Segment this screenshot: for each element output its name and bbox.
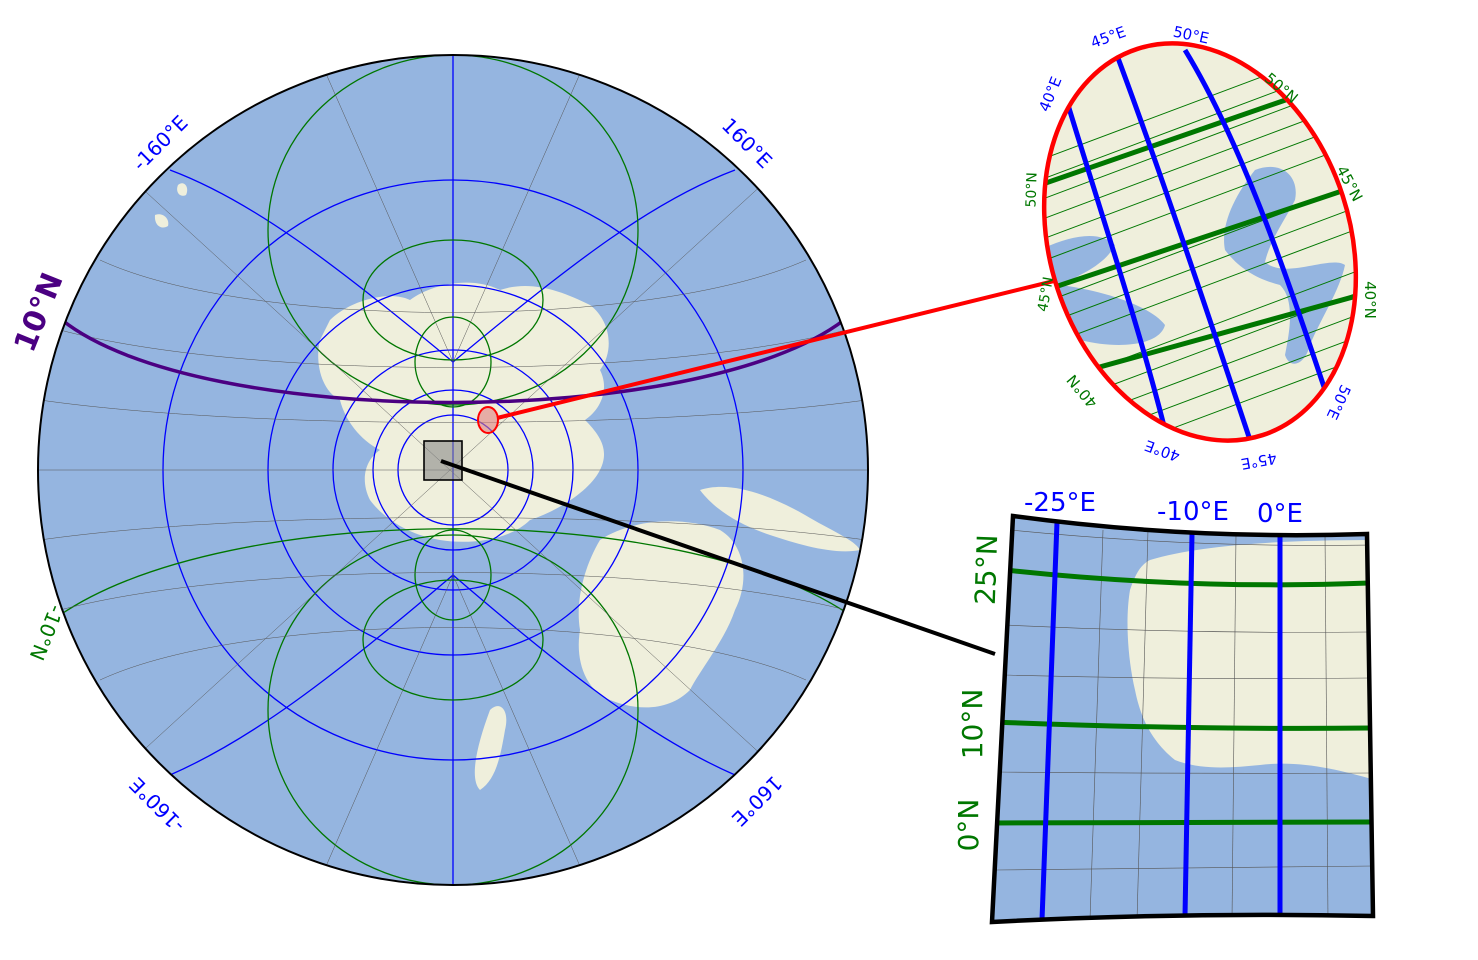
- water-caspian-sea: [1224, 166, 1345, 364]
- label-inset-top-40e: 40°E: [1035, 74, 1065, 114]
- label-inset-top-40e-bottom: 40°E: [1142, 436, 1182, 465]
- label-inset-bottom-0e: 0°E: [1257, 499, 1303, 529]
- label-parallel-neg10n: -10°N: [25, 601, 69, 663]
- label-inset-top-45e: 45°E: [1088, 23, 1128, 52]
- land-europe-north-africa: [318, 282, 609, 542]
- globe-outline: [37, 54, 869, 886]
- land-new-guinea: [700, 486, 860, 552]
- inset-region-marker-caspian[interactable]: [477, 406, 499, 434]
- main-globe-map: -160°E 160°E -160°E 160°E 10°N -10°N: [8, 54, 869, 886]
- inset-top-border: [1041, 41, 1359, 443]
- label-inset-bottom-0n: 0°N: [952, 799, 985, 852]
- label-inset-bottom-25n: 25°N: [969, 534, 1004, 606]
- land-island-south: [474, 706, 507, 790]
- label-inset-bottom-neg10e: -10°E: [1157, 497, 1229, 527]
- land-island-northwest: [154, 214, 169, 228]
- label-inset-top-50e-right: 50°E: [1323, 382, 1355, 422]
- label-inset-top-40n-bottom: 40°N: [1063, 371, 1101, 412]
- inset-bottom-border: [989, 513, 1376, 925]
- label-inset-top-40n-right: 40°N: [1361, 281, 1379, 319]
- label-inset-top-45e-bottom: 45°E: [1240, 449, 1279, 473]
- highlighted-parallel-10n: [60, 318, 846, 405]
- inset-bottom-graticule: [992, 521, 1373, 921]
- inset-map-west-africa: -25°E -10°E 0°E 25°N 10°N 0°N: [952, 488, 1376, 925]
- label-meridian-160-bottom: 160°E: [727, 771, 787, 831]
- land-australia: [578, 521, 744, 708]
- label-inset-top-50n-left: 50°N: [1023, 172, 1040, 208]
- land-island-northwest-2: [177, 183, 188, 196]
- label-inset-bottom-neg25e: -25°E: [1024, 488, 1096, 518]
- label-inset-top-45n-left: 45°N: [1035, 276, 1057, 314]
- inset-map-caspian: 45°E 50°E 40°E 50°N 50°N 45°N 45°N 40°N …: [1023, 23, 1379, 479]
- connector-line-top-inset: [496, 279, 1055, 420]
- label-inset-bottom-10n: 10°N: [956, 689, 989, 760]
- connector-line-bottom-inset: [440, 459, 996, 656]
- land-west-africa: [1127, 540, 1373, 780]
